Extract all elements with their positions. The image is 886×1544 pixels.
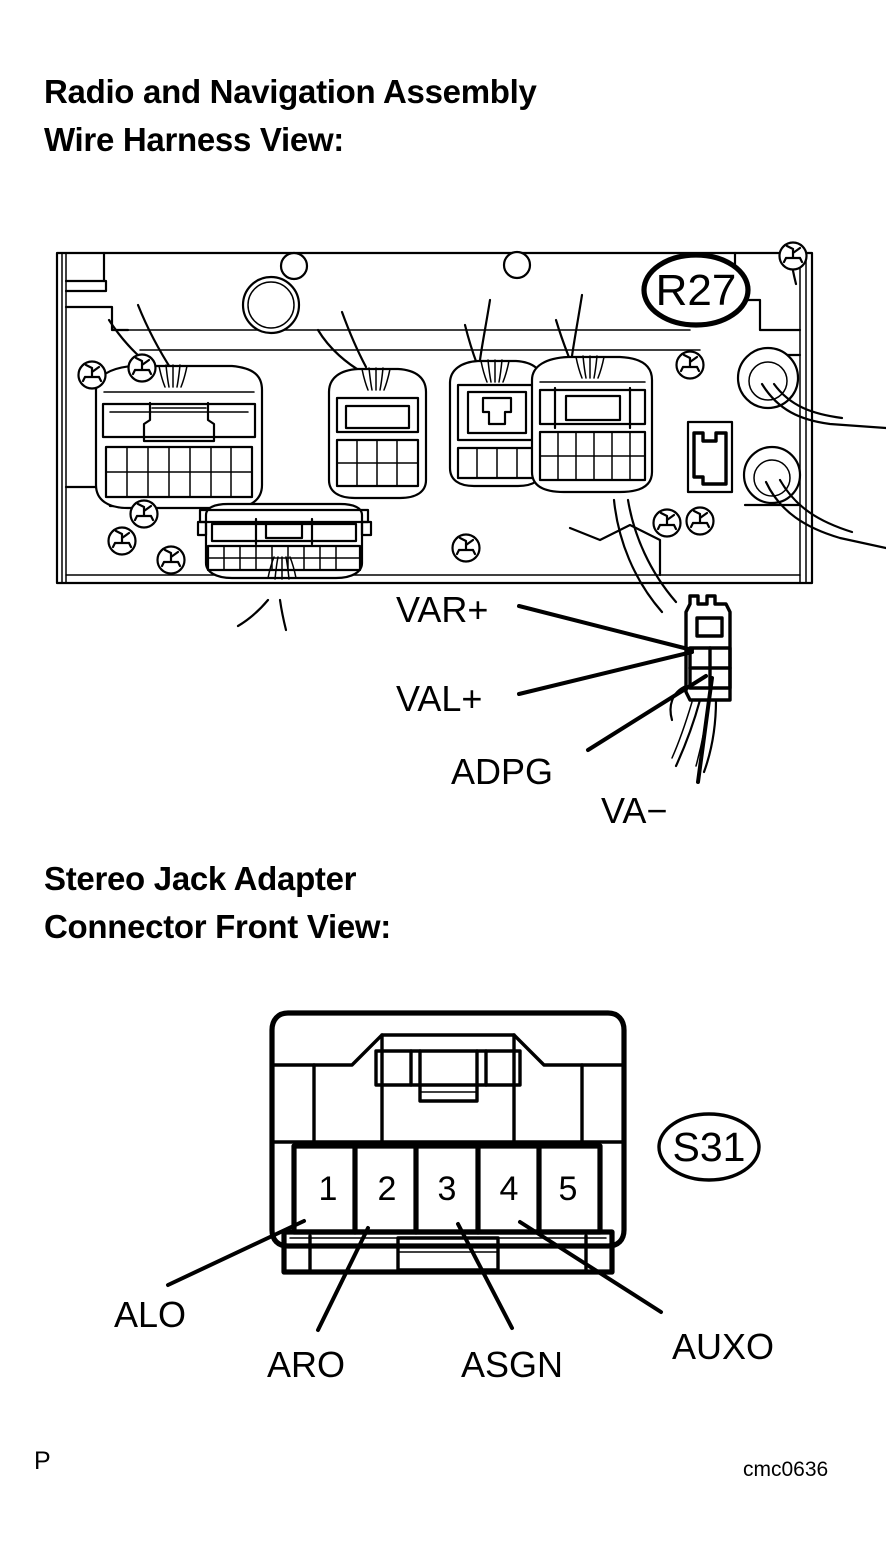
panel-grommets bbox=[736, 251, 886, 550]
pin-leader-lines bbox=[166, 1219, 663, 1332]
svg-text:5: 5 bbox=[559, 1170, 578, 1208]
heading-line-2: Wire Harness View: bbox=[44, 121, 344, 158]
heading-line-1: Radio and Navigation Assembly bbox=[44, 73, 537, 110]
svg-text:2: 2 bbox=[378, 1170, 397, 1208]
stereo-jack-connector bbox=[269, 1010, 627, 1275]
harness-connector-a bbox=[94, 364, 264, 510]
callout-auxo: AUXO bbox=[672, 1326, 775, 1367]
svg-text:3: 3 bbox=[438, 1170, 457, 1208]
heading2-line-2: Connector Front View: bbox=[44, 908, 391, 945]
panel-port bbox=[686, 420, 734, 494]
badge-r27: R27 bbox=[641, 252, 751, 328]
svg-text:4: 4 bbox=[500, 1170, 519, 1208]
callout-val-plus: VAL+ bbox=[396, 678, 483, 719]
adapter-connector-r27 bbox=[612, 498, 732, 774]
harness-connector-c bbox=[448, 359, 545, 488]
pin-numbers: 1 2 3 4 5 bbox=[319, 1170, 578, 1208]
harness-connector-e bbox=[196, 502, 373, 632]
svg-text:1: 1 bbox=[319, 1170, 338, 1208]
page-marker: P bbox=[34, 1447, 51, 1475]
badge-s31-label: S31 bbox=[673, 1124, 746, 1170]
heading2-line-1: Stereo Jack Adapter bbox=[44, 860, 357, 897]
callout-alo: ALO bbox=[114, 1294, 187, 1335]
badge-r27-label: R27 bbox=[656, 266, 737, 315]
harness-wires-top bbox=[107, 293, 584, 380]
callout-aro: ARO bbox=[267, 1344, 346, 1385]
panel-screws bbox=[77, 241, 808, 575]
callout-asgn: ASGN bbox=[461, 1344, 564, 1385]
radio-unit-panel bbox=[55, 251, 814, 585]
figure-code: cmc0636 bbox=[743, 1458, 829, 1481]
callout-var-plus: VAR+ bbox=[396, 589, 489, 630]
panel-holes bbox=[241, 250, 532, 335]
callout-adpg: ADPG bbox=[451, 751, 554, 792]
harness-connector-b bbox=[327, 367, 428, 500]
callout-va-minus: VA− bbox=[601, 790, 668, 831]
badge-s31: S31 bbox=[657, 1112, 761, 1182]
harness-connector-d bbox=[530, 355, 654, 494]
